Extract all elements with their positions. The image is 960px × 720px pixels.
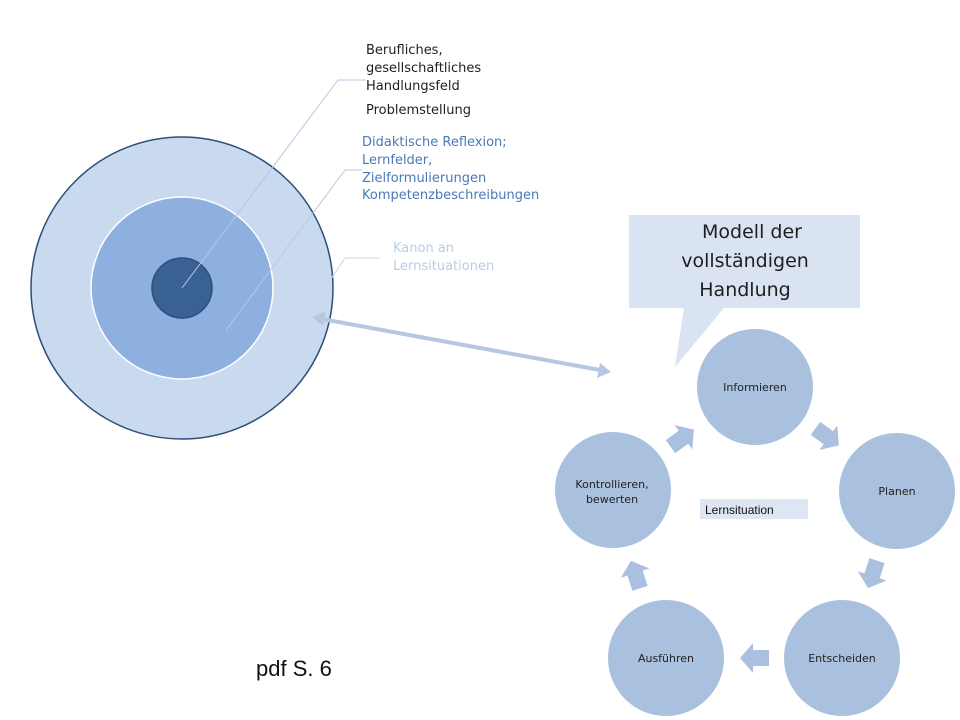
- chevron-arrow-icon: [740, 643, 769, 673]
- chevron-arrow-icon: [810, 421, 839, 450]
- label-canon-line-2: Lernsituationen: [393, 259, 494, 274]
- leader-line-field: [181, 79, 366, 289]
- cycle-node-kontrollieren-label-1: Kontrollieren,: [575, 478, 648, 491]
- cycle-diagram: Informieren Planen Entscheiden Ausführen…: [555, 329, 955, 716]
- cycle-node-informieren: Informieren: [697, 329, 813, 445]
- target-label-field: Berufliches, gesellschaftliches Handlung…: [366, 43, 481, 94]
- cycle-node-informieren-label: Informieren: [723, 381, 787, 394]
- leader-line-didactic: [225, 169, 362, 331]
- cycle-center-label-box: Lernsituation: [700, 499, 808, 519]
- target-label-didactic: Didaktische Reflexion; Lernfelder, Zielf…: [362, 135, 539, 203]
- label-field-line-2: gesellschaftliches: [366, 61, 481, 76]
- label-canon-line-1: Kanon an: [393, 241, 454, 256]
- label-field-line-3: Handlungsfeld: [366, 79, 460, 94]
- leader-line-canon: [267, 257, 380, 374]
- label-didactic-line-1: Didaktische Reflexion;: [362, 135, 507, 150]
- cycle-node-kontrollieren: Kontrollieren, bewerten: [555, 432, 671, 548]
- cycle-node-entscheiden-label: Entscheiden: [808, 652, 876, 665]
- connector-arrow: [312, 311, 611, 378]
- cycle-node-ausfuehren: Ausführen: [608, 600, 724, 716]
- cycle-node-planen-label: Planen: [878, 485, 915, 498]
- label-problem: Problemstellung: [366, 103, 471, 118]
- target-diagram: [30, 79, 380, 440]
- callout-line-2: vollständigen: [681, 250, 809, 272]
- chevron-arrow-icon: [665, 425, 694, 454]
- callout-box: Modell der vollständigen Handlung: [629, 215, 860, 367]
- callout-line-1: Modell der: [702, 221, 802, 243]
- cycle-node-planen: Planen: [839, 433, 955, 549]
- target-label-canon: Kanon an Lernsituationen: [393, 241, 494, 274]
- cycle-node-entscheiden: Entscheiden: [784, 600, 900, 716]
- label-didactic-line-2: Lernfelder,: [362, 153, 432, 168]
- label-didactic-line-3: Zielformulierungen: [362, 171, 486, 186]
- cycle-node-ausfuehren-label: Ausführen: [638, 652, 694, 665]
- chevron-arrow-icon: [620, 560, 650, 591]
- label-field-line-1: Berufliches,: [366, 43, 443, 58]
- cycle-center-label: Lernsituation: [705, 503, 774, 517]
- page-reference: pdf S. 6: [256, 656, 332, 681]
- label-didactic-line-4: Kompetenzbeschreibungen: [362, 188, 539, 203]
- callout-line-3: Handlung: [699, 279, 790, 301]
- cycle-node-kontrollieren-label-2: bewerten: [586, 493, 638, 506]
- chevron-arrow-icon: [857, 558, 887, 589]
